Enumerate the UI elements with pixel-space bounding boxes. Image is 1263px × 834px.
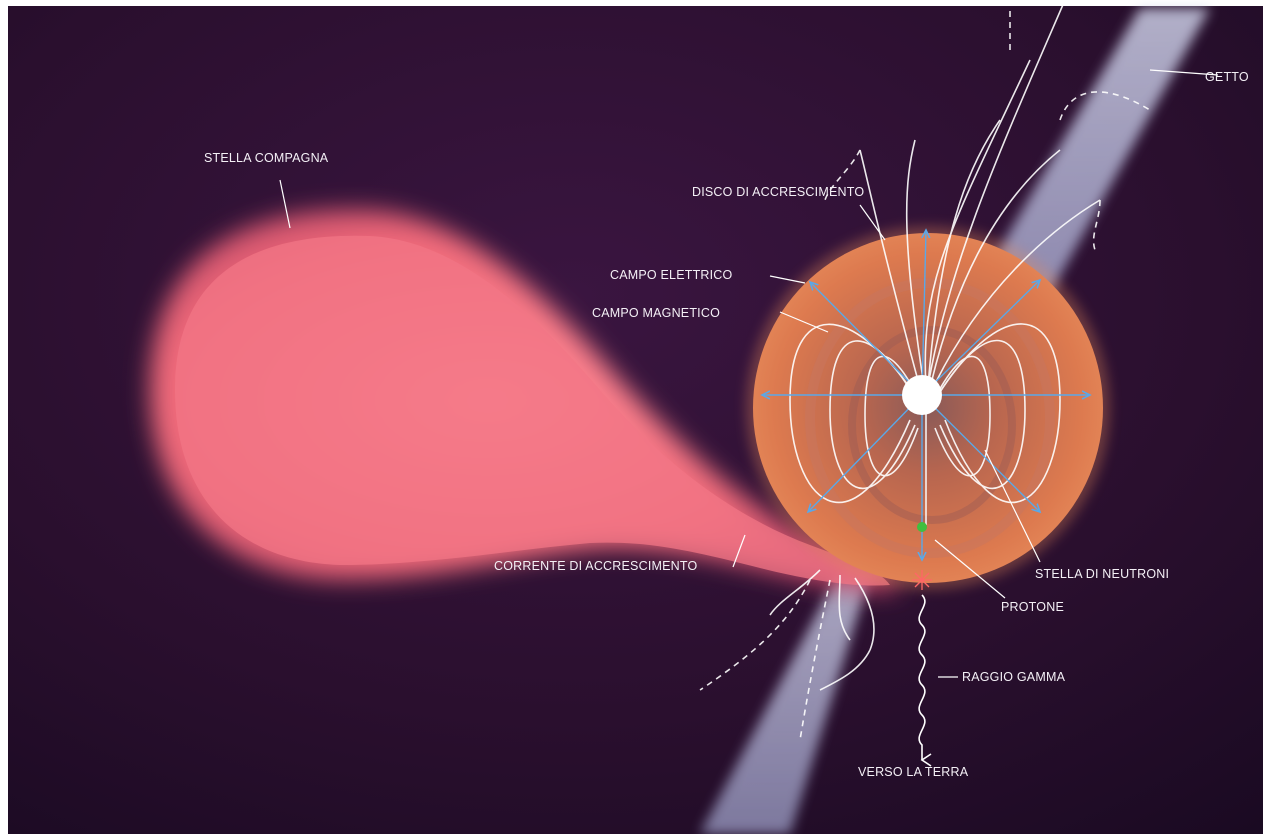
gamma-burst — [912, 570, 932, 590]
label-disco-di-accrescimento: DISCO DI ACCRESCIMENTO — [692, 185, 864, 199]
proton-dot — [917, 522, 927, 532]
label-campo-magnetico: CAMPO MAGNETICO — [592, 306, 720, 320]
label-getto: GETTO — [1205, 70, 1249, 84]
label-campo-elettrico: CAMPO ELETTRICO — [610, 268, 733, 282]
label-protone: PROTONE — [1001, 600, 1064, 614]
label-stella-compagna: STELLA COMPAGNA — [204, 151, 329, 165]
label-verso-la-terra: VERSO LA TERRA — [858, 765, 969, 779]
label-corrente-di-accrescimento: CORRENTE DI ACCRESCIMENTO — [494, 559, 697, 573]
neutron-star — [902, 375, 942, 415]
label-raggio-gamma: RAGGIO GAMMA — [962, 670, 1066, 684]
label-stella-di-neutroni: STELLA DI NEUTRONI — [1035, 567, 1169, 581]
